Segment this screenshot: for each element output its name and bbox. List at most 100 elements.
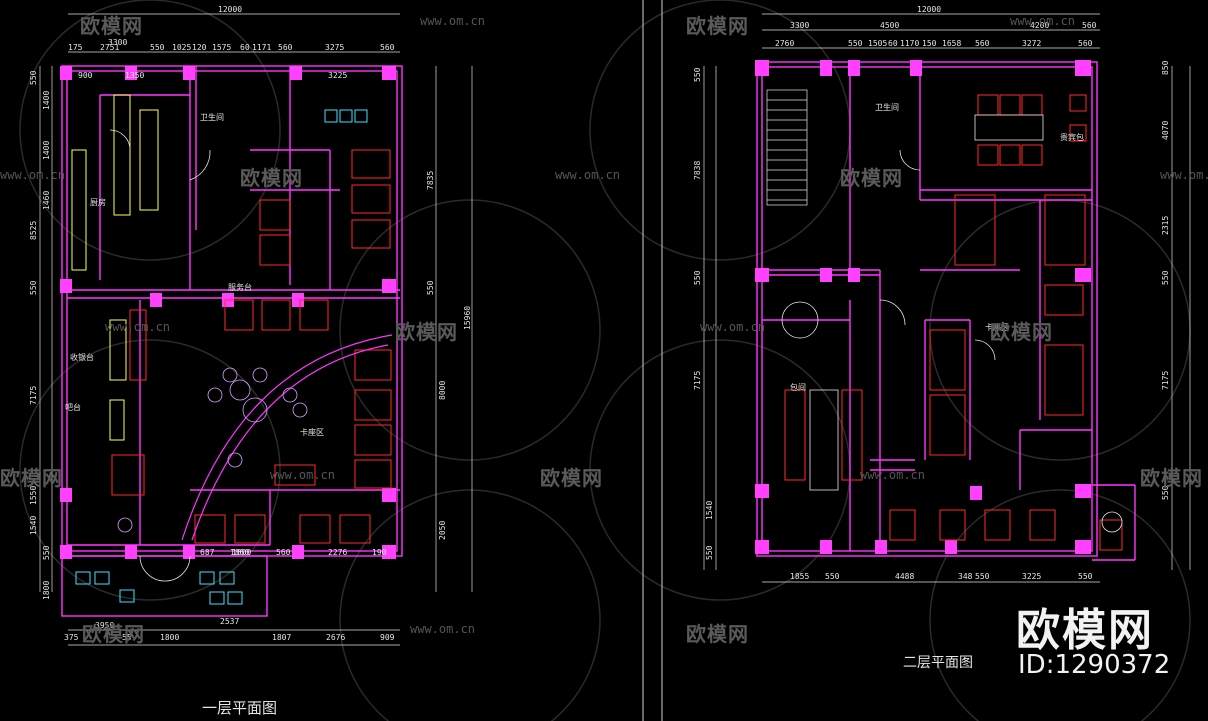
watermark-brand-9: 欧模网 (1140, 466, 1203, 490)
floor1-room-cashier: 收银台 (70, 352, 94, 362)
watermark-brand-4: 欧模网 (840, 166, 903, 190)
watermark-url-5: www.om.cn (1160, 168, 1208, 182)
floor2-left-dim-3: 550 (693, 270, 702, 285)
floor1-bottom2-dim-3: 1800 (232, 548, 251, 557)
floor1-left-dim-10: 550 (42, 545, 51, 560)
floor2-top2-dim-8: 560 (975, 39, 990, 48)
floor1-room-seating: 卡座区 (300, 427, 324, 437)
model-id: ID:1290372 (1018, 650, 1171, 680)
floor1-left-dim-4: 1460 (42, 191, 51, 210)
floor1-left-dim-9: 1540 (29, 516, 38, 535)
floor1-top-dim-2: 2751 (100, 43, 119, 52)
floor2-left-dim-5: 1540 (705, 501, 714, 520)
floor2-bottom-dim-1: 1855 (790, 572, 809, 581)
floor2-right-dim-5: 7175 (1161, 371, 1170, 390)
watermark-brand-6: 欧模网 (990, 320, 1053, 344)
watermark-url-6: www.om.cn (105, 320, 171, 334)
floor1-top2-dim-4: 3225 (328, 71, 347, 80)
floor1-right-dim-4: 2050 (438, 521, 447, 540)
floor1-top-dim-7: 60 (240, 43, 250, 52)
floor2-bottom-dim-4: 348 (958, 572, 973, 581)
floor2-top-dim-4: 560 (1082, 21, 1097, 30)
floor1-bottom2-dim-2: 687 (200, 548, 215, 557)
floor2-top2-dim-3: 1505 (868, 39, 887, 48)
watermark-url-1: www.om.cn (420, 14, 486, 28)
watermark-brand-7: 欧模网 (0, 466, 63, 490)
floor2-top2-dim-4: 60 (888, 39, 898, 48)
floor1-left-dim-3: 1400 (42, 141, 51, 160)
floor1-top-dim-10: 3275 (325, 43, 344, 52)
floor1-overall-width: 12000 (218, 5, 242, 14)
watermark-brand-8: 欧模网 (540, 466, 603, 490)
watermark-url-7: www.om.cn (700, 320, 766, 334)
floor2-top-dim-1: 3300 (790, 21, 809, 30)
floor1-bottom-dim-6: 1807 (272, 633, 291, 642)
floor1-bottom-dim-3: 55 (122, 633, 132, 642)
watermark-brand-10: 欧模网 (82, 622, 145, 646)
floor1-right-dim-1: 7835 (426, 171, 435, 190)
floor1-left-dim-2: 1400 (42, 91, 51, 110)
floor2-left-dim-6: 550 (705, 545, 714, 560)
watermark-brand-11: 欧模网 (686, 622, 749, 646)
floor1-top2-dim-2: 900 (78, 71, 93, 80)
floor1-left-dim-6: 550 (29, 280, 38, 295)
floor1-top-dim-6: 1575 (212, 43, 231, 52)
watermark-brand-2: 欧模网 (686, 14, 749, 38)
floor2-right-dim-6: 550 (1161, 485, 1170, 500)
watermark-url-4: www.om.cn (555, 168, 621, 182)
floor1-top-dim-4: 1025 (172, 43, 191, 52)
floor2-left-dim-1: 550 (693, 67, 702, 82)
sheet-frames (642, 0, 663, 721)
floor2-top2-dim-6: 150 (922, 39, 937, 48)
floor2-right-dim-4: 550 (1161, 270, 1170, 285)
floor1-bottom-dim-7: 2676 (326, 633, 345, 642)
floor2-room-restroom: 卫生间 (875, 102, 899, 112)
floor1-plan: 12000 175 2751 550 1025 120 1575 60 1171… (29, 5, 473, 646)
floor1-bottom-dim-4: 1800 (160, 633, 179, 642)
floor2-top2-dim-5: 1170 (900, 39, 919, 48)
floor2-overall-width: 12000 (917, 5, 941, 14)
floor1-top2-dim-3: 1350 (125, 71, 144, 80)
floor2-room-seating: 卡座区 (985, 322, 1009, 332)
floor1-top-dim-8: 1171 (252, 43, 271, 52)
floor1-overall-height: 15960 (463, 306, 472, 330)
floor2-plan: 12000 3300 4500 4200 560 2760 550 1505 6… (693, 5, 1191, 583)
watermark-url-8: www.om.cn (270, 468, 336, 482)
floor2-bottom-dim-5: 550 (975, 572, 990, 581)
floor2-bottom-dim-6: 3225 (1022, 572, 1041, 581)
floor2-top2-dim-9: 3272 (1022, 39, 1041, 48)
floor2-room-private: 包间 (790, 382, 806, 392)
brand-logo: 欧模网 (1016, 605, 1154, 656)
floor1-plan-title: 一层平面图 (202, 699, 278, 717)
floor1-top-dim-11: 560 (380, 43, 395, 52)
floor1-top-dim-9: 560 (278, 43, 293, 52)
floor1-right-dim-2: 550 (426, 280, 435, 295)
floor1-bottom-dim-1: 375 (64, 633, 79, 642)
floor1-bottom-dim-8: 909 (380, 633, 395, 642)
floor1-left-dim-1: 550 (29, 70, 38, 85)
floor2-top-dim-3: 4200 (1030, 21, 1049, 30)
floor2-left-dim-4: 7175 (693, 371, 702, 390)
floor1-top2-dim-1: 3300 (108, 38, 127, 47)
floor1-room-bar: 吧台 (65, 402, 81, 412)
floor2-top2-dim-10: 560 (1078, 39, 1093, 48)
watermark-brand-3: 欧模网 (240, 166, 303, 190)
floor1-top-dim-1: 175 (68, 43, 83, 52)
floor2-left-dim-2: 7838 (693, 161, 702, 180)
floor1-room-kitchen: 厨房 (90, 197, 106, 207)
floor1-bottom2-dim-6: 190 (372, 548, 387, 557)
floor1-bottom2-dim-0: 1860 (230, 548, 249, 557)
floor2-top-dim-2: 4500 (880, 21, 899, 30)
floor1-bottom-dim-2: 3950 (95, 621, 114, 630)
floor1-top-dim-3: 550 (150, 43, 165, 52)
watermark-url-10: www.om.cn (410, 622, 476, 636)
floor2-room-vip: 贵宾包 (1060, 132, 1084, 142)
floor1-left-dim-11: 1800 (42, 581, 51, 600)
floor2-bottom-dim-3: 4488 (895, 572, 914, 581)
floor2-top2-dim-2: 550 (848, 39, 863, 48)
watermark-url-2: www.om.cn (1010, 14, 1076, 28)
watermark-url-9: www.om.cn (860, 468, 926, 482)
floor2-bottom-dim-2: 550 (825, 572, 840, 581)
floor2-right-dim-2: 4070 (1161, 121, 1170, 140)
